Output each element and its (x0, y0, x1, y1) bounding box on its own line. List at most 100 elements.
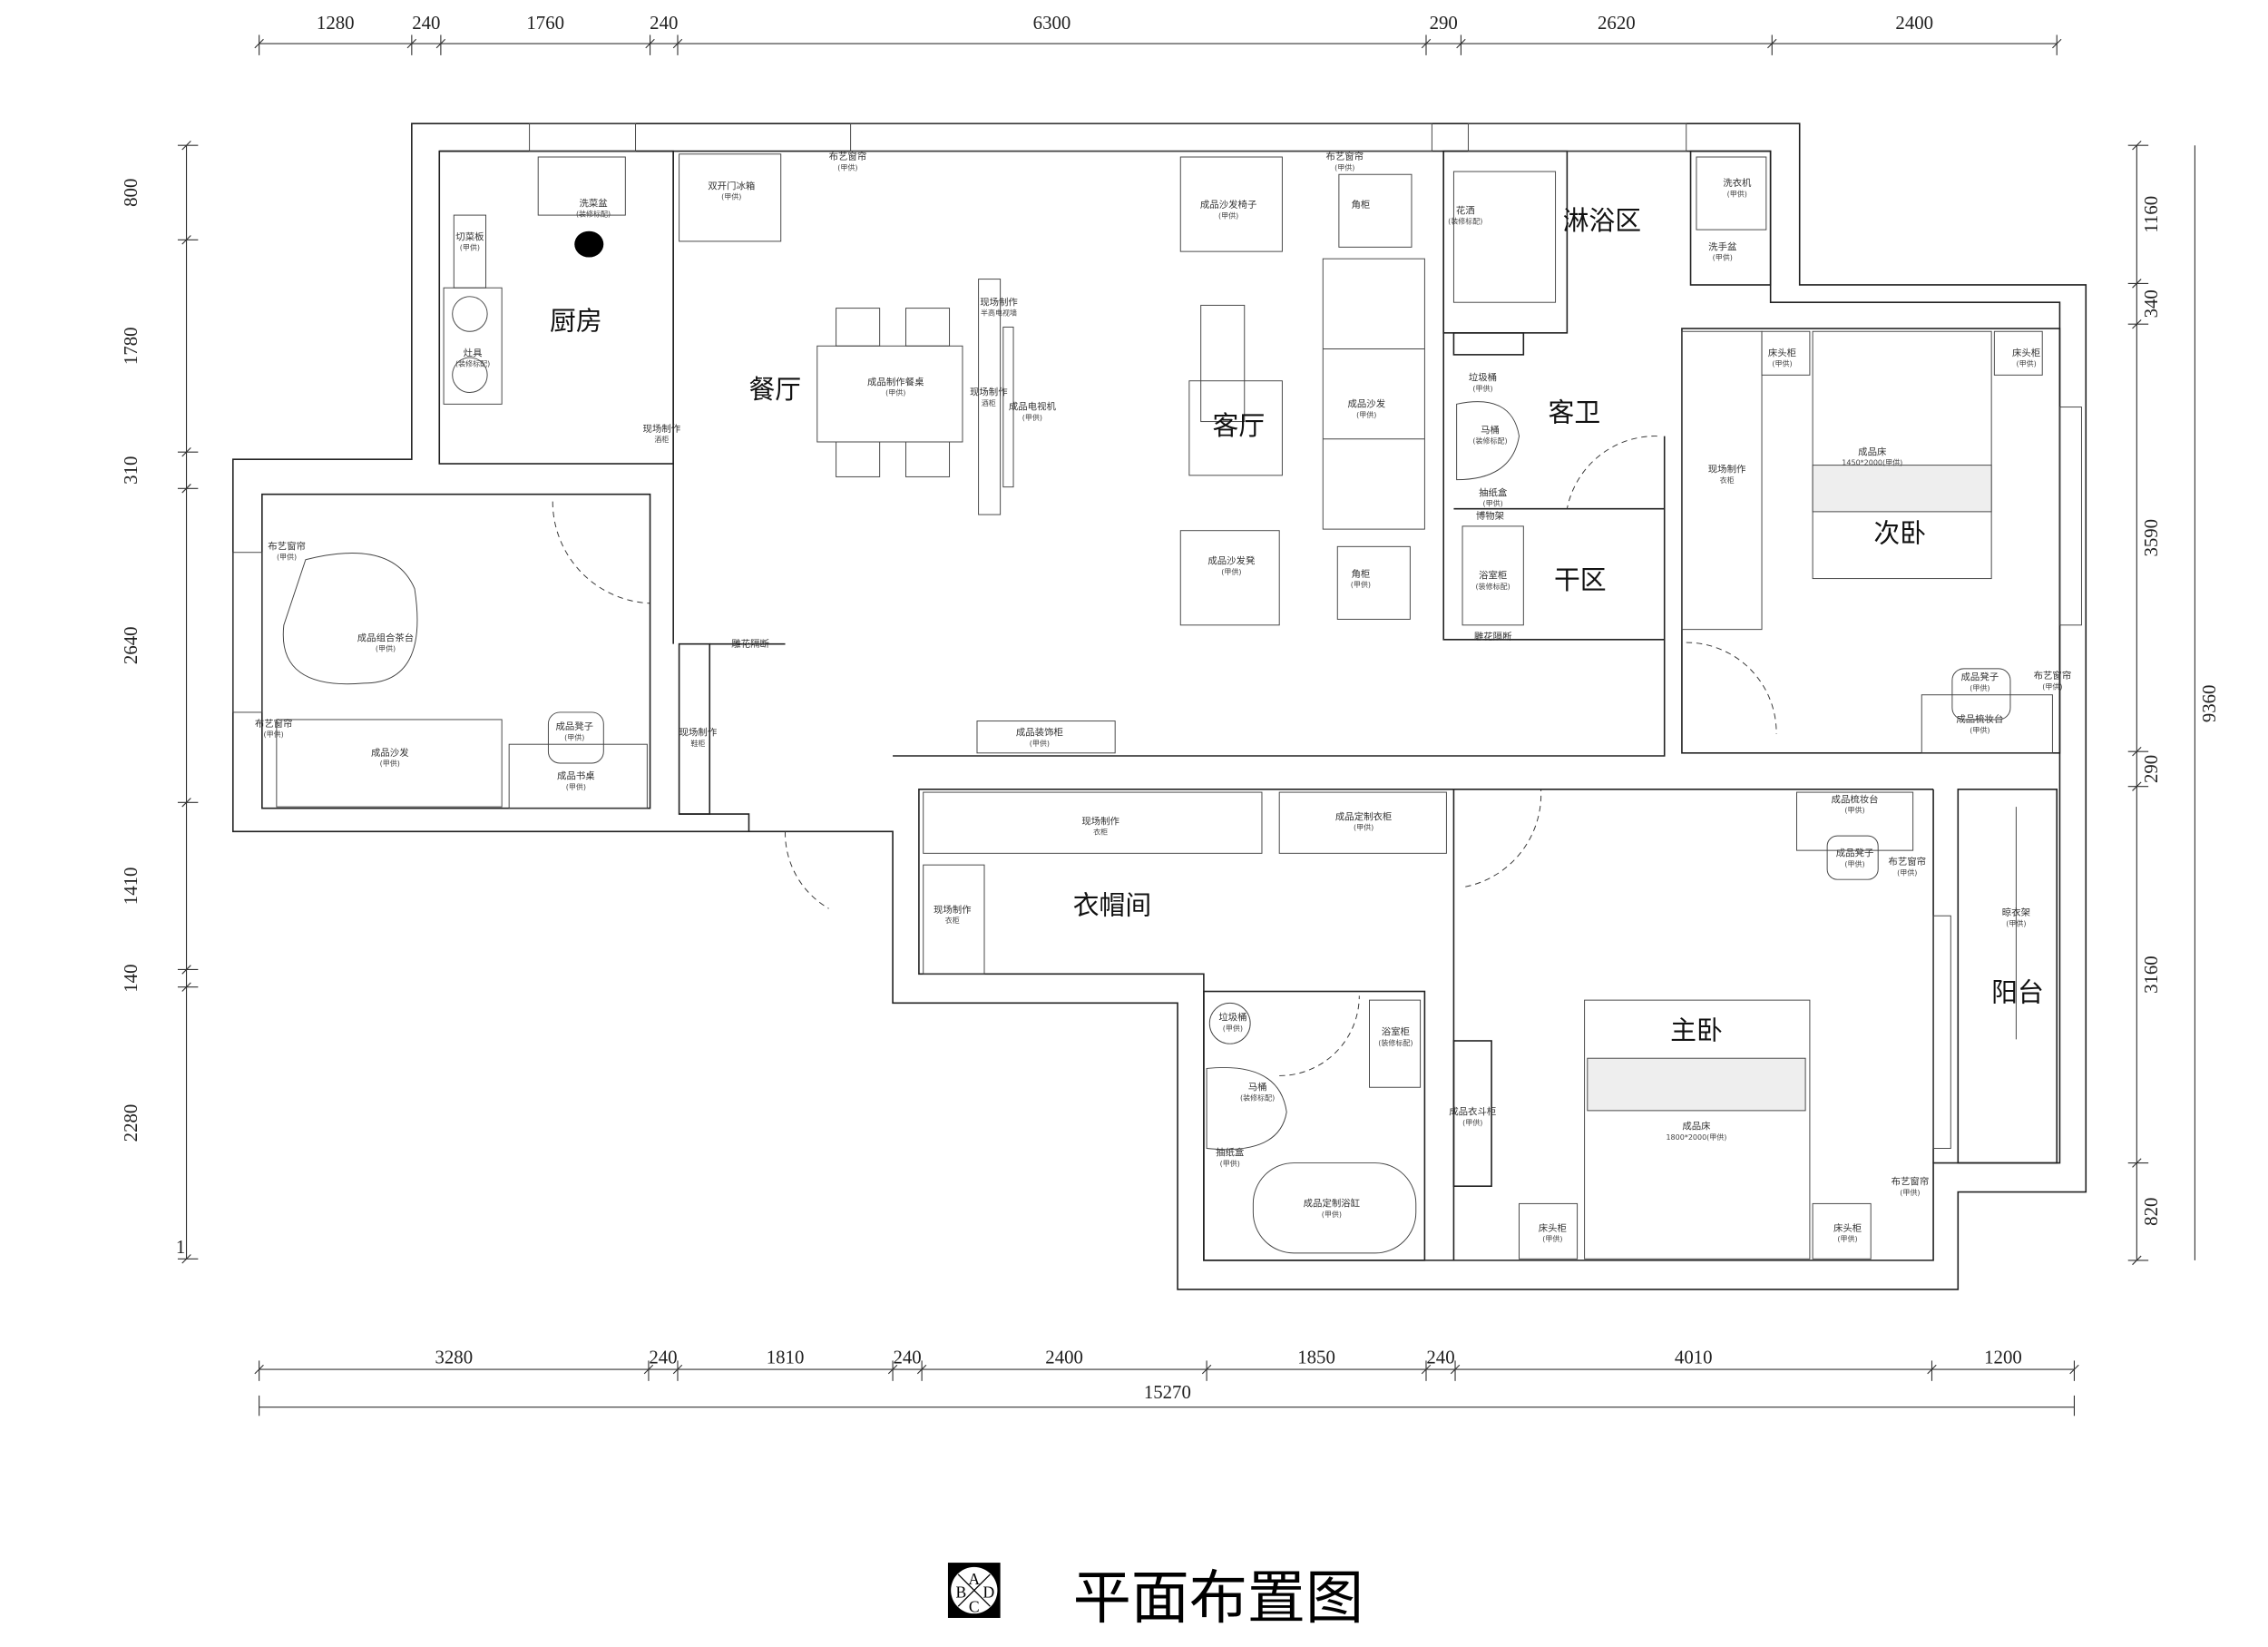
furniture-name: 晾衣架 (2002, 907, 2030, 918)
dimension-label: 2640 (120, 626, 142, 664)
furniture-note: (甲供) (1900, 1188, 1920, 1197)
furniture-name: 成品沙发 (371, 747, 409, 759)
furniture-label: 双开门冰箱(甲供) (708, 180, 755, 201)
dimension-label: 1200 (1984, 1347, 2022, 1368)
furniture-name: 花洒 (1456, 204, 1475, 216)
furniture-label: 床头柜(甲供) (1539, 1222, 1567, 1243)
furniture-label: 马桶(装修标配) (1472, 424, 1507, 445)
furniture-name: 垃圾桶 (1218, 1012, 1246, 1024)
furniture-name: 现场制作 (934, 904, 972, 916)
furniture-name: 现场制作 (1081, 815, 1119, 827)
furniture-name: 角柜 (1351, 199, 1370, 211)
furniture-note: 1450*2000(甲供) (1842, 458, 1902, 467)
furniture-note: (甲供) (1354, 823, 1374, 832)
furniture-label: 成品装饰柜(甲供) (1016, 727, 1063, 748)
dimension-label: 2400 (1045, 1347, 1083, 1368)
furniture-note: 半高电视墙 (981, 309, 1017, 318)
furniture-label: 成品电视机(甲供) (1009, 401, 1057, 422)
furniture-name: 床头柜 (2012, 347, 2040, 358)
walls (231, 123, 2087, 1290)
furniture-name: 成品定制浴缸 (1304, 1198, 1360, 1210)
furniture-label: 垃圾桶(甲供) (1218, 1012, 1246, 1033)
furniture-note: (甲供) (1483, 498, 1503, 507)
furniture-label: 垃圾桶(甲供) (1469, 372, 1497, 393)
furniture-note: (甲供) (1844, 805, 1864, 814)
furniture-note: (甲供) (1030, 739, 1050, 748)
dimension-label: 240 (649, 1347, 677, 1368)
furniture-note: 衣柜 (1720, 475, 1735, 485)
left-marker-label: 1 (176, 1236, 185, 1258)
furniture-name: 布艺窗帘 (829, 151, 867, 162)
furniture-label: 浴室柜(装修标配) (1476, 570, 1510, 591)
furniture-name: 布艺窗帘 (1325, 151, 1364, 162)
dimension-label: 1160 (2140, 196, 2162, 233)
furniture-name: 现场制作 (643, 423, 681, 435)
dimension-label: 240 (1426, 1347, 1454, 1368)
furniture-note: (甲供) (460, 243, 480, 252)
room-label-master-bedroom: 主卧 (1670, 1015, 1723, 1045)
furniture-name: 切菜板 (455, 230, 484, 242)
furniture-name: 垃圾桶 (1469, 372, 1497, 384)
furniture-name: 现场制作 (970, 387, 1008, 398)
dimension-label: 1850 (1297, 1347, 1335, 1368)
furniture-note: (装修标配) (1448, 217, 1482, 226)
furniture-note: (甲供) (566, 782, 586, 791)
furniture-name: 成品衣斗柜 (1449, 1106, 1496, 1118)
furniture-name: 布艺窗帘 (2034, 670, 2072, 681)
furniture-note: (甲供) (2006, 918, 2026, 927)
furniture-note: (甲供) (376, 644, 396, 653)
furniture-label: 布艺窗帘(甲供) (1325, 151, 1364, 172)
furniture-note: (甲供) (1970, 725, 1989, 734)
furniture-note: (甲供) (1844, 859, 1864, 868)
furniture-note: 衣柜 (1093, 828, 1108, 837)
room-label-cloakroom: 衣帽间 (1073, 890, 1151, 921)
furniture-label: 成品沙发椅子(甲供) (1200, 199, 1256, 220)
furniture-name: 角柜 (1351, 568, 1370, 580)
drawing-title: A B C D 平面布置图 (947, 1563, 1364, 1632)
furniture-label: 布艺窗帘(甲供) (829, 151, 867, 172)
furniture-label: 洗手盆(甲供) (1708, 241, 1737, 262)
furniture-name: 成品书桌 (557, 770, 595, 782)
furniture-note: (甲供) (837, 162, 857, 172)
furniture-name: 抽纸盒 (1216, 1147, 1245, 1159)
furniture-note: (甲供) (1837, 1234, 1857, 1243)
furniture-name: 雕花隔断 (731, 638, 769, 650)
furniture-label: 成品定制衣柜(甲供) (1335, 810, 1392, 831)
dimension-label: 1410 (120, 868, 142, 906)
furniture-note: (甲供) (2016, 359, 2036, 368)
furniture-name: 成品电视机 (1009, 401, 1057, 413)
furniture-name: 双开门冰箱 (708, 180, 755, 191)
furniture-label: 布艺窗帘(甲供) (255, 718, 293, 739)
furniture-label: 成品凳子(甲供) (1961, 672, 1999, 692)
furniture-name: 成品凳子 (1836, 848, 1874, 859)
furniture-label: 成品制作餐桌(甲供) (867, 377, 924, 397)
dimension-label: 1780 (120, 327, 142, 365)
dimension-label: 2620 (1598, 12, 1636, 34)
furniture-label: 成品凳子(甲供) (555, 721, 593, 741)
furniture-note: (甲供) (1472, 384, 1492, 393)
furniture-note: (装修标配) (576, 210, 611, 219)
furniture-note: 衣柜 (945, 916, 960, 925)
dimension-label: 140 (120, 964, 142, 992)
furniture-label: 角柜(甲供) (1351, 568, 1371, 589)
room-label-living-room: 客厅 (1213, 410, 1266, 441)
furniture-label: 雕花隔断 (731, 638, 769, 650)
furniture-note: (甲供) (564, 732, 584, 741)
furniture-name: 现场制作 (1708, 464, 1746, 475)
furniture-note: (甲供) (1727, 189, 1747, 198)
room-label-dry-area: 干区 (1554, 564, 1607, 595)
dimension-label: 3280 (435, 1347, 473, 1368)
furniture-name: 灶具 (464, 347, 483, 358)
dimension-label: 1280 (317, 12, 355, 34)
furniture-label: 洗菜盆(装修标配) (576, 197, 611, 218)
room-label-kitchen: 厨房 (550, 306, 602, 337)
room-label-second-bedroom: 次卧 (1873, 518, 1926, 549)
dimension-label: 3160 (2140, 956, 2162, 994)
furniture-name: 抽纸盒 (1479, 486, 1508, 498)
furniture-name: 成品组合茶台 (357, 632, 414, 643)
